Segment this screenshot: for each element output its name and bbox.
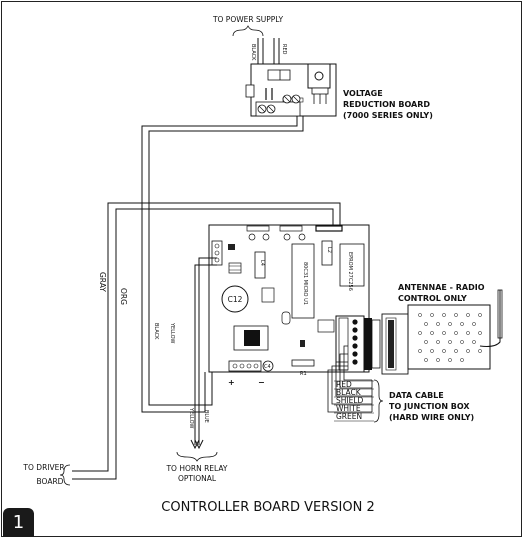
driver-board-wires [72, 202, 341, 480]
vrb-label-line3: (7000 SERIES ONLY) [343, 111, 433, 120]
board-marking-c4: C4 [264, 364, 271, 370]
data-cable-wire-labels: RED BLACK SHIELD WHITE GREEN [334, 380, 374, 422]
antenna-label-line2: CONTROL ONLY [398, 294, 467, 303]
data-wire-label: WHITE [336, 404, 361, 413]
board-marking-micro: 80C31 MICRO U1 [302, 262, 308, 305]
terminal-block [335, 315, 365, 373]
horn-relay-brace [176, 451, 218, 462]
antenna-label-line1: ANTENNAE - RADIO [398, 283, 485, 292]
data-wire-label: BLACK [336, 388, 362, 397]
voltage-reduction-board [245, 63, 337, 117]
power-supply-brace [232, 25, 264, 37]
driver-board-label-line1: TO DRIVER [22, 463, 64, 472]
power-supply-label: TO POWER SUPPLY [212, 15, 284, 24]
data-cable-brace [373, 379, 384, 423]
data-cable-label-line3: (HARD WIRE ONLY) [389, 413, 474, 422]
yellow-power-wire-label: YELLOW [169, 322, 175, 344]
driver-board-brace [59, 464, 71, 486]
page-number-badge: 1 [3, 508, 34, 537]
red-lead-label: RED [281, 44, 287, 55]
minus-terminal-label: − [258, 378, 265, 387]
yellow-horn-wire-label: YELLOW [188, 407, 194, 429]
horn-relay-label-line2: OPTIONAL [178, 474, 217, 483]
gray-wire-label: GRAY [98, 272, 107, 292]
diagram-caption: CONTROLLER BOARD VERSION 2 [161, 500, 374, 515]
data-cable-label-line1: DATA CABLE [389, 391, 444, 400]
vrb-output-wires [141, 116, 304, 413]
board-marking-eprom: EPROM 27C256 [347, 252, 353, 291]
data-wire-label: GREEN [336, 412, 362, 421]
data-cable-label-line2: TO JUNCTION BOX [389, 402, 470, 411]
driver-board-label-line2: BOARD [37, 477, 64, 486]
org-wire-label: ORG [119, 288, 128, 305]
vrb-label-line2: REDUCTION BOARD [343, 100, 430, 109]
board-marking-c12: C12 [228, 295, 243, 304]
radio-module [364, 289, 503, 375]
plus-terminal-label: + [228, 378, 235, 387]
data-wire-label: RED [336, 380, 352, 389]
vrb-label-line1: VOLTAGE [343, 89, 383, 98]
horn-relay-label-line1: TO HORN RELAY [165, 464, 227, 473]
board-marking-r1: R1 [300, 371, 307, 377]
board-marking-l4: L4 [259, 260, 265, 266]
blue-horn-wire-label: BLUE [203, 410, 209, 423]
black-lead-label: BLACK [250, 44, 256, 61]
data-wire-label: SHIELD [336, 396, 364, 405]
board-marking-l2: L2 [326, 247, 332, 253]
black-power-wire-label: BLACK [153, 323, 159, 340]
radio-board-holes [418, 313, 482, 362]
horn-relay-wires [190, 257, 217, 450]
